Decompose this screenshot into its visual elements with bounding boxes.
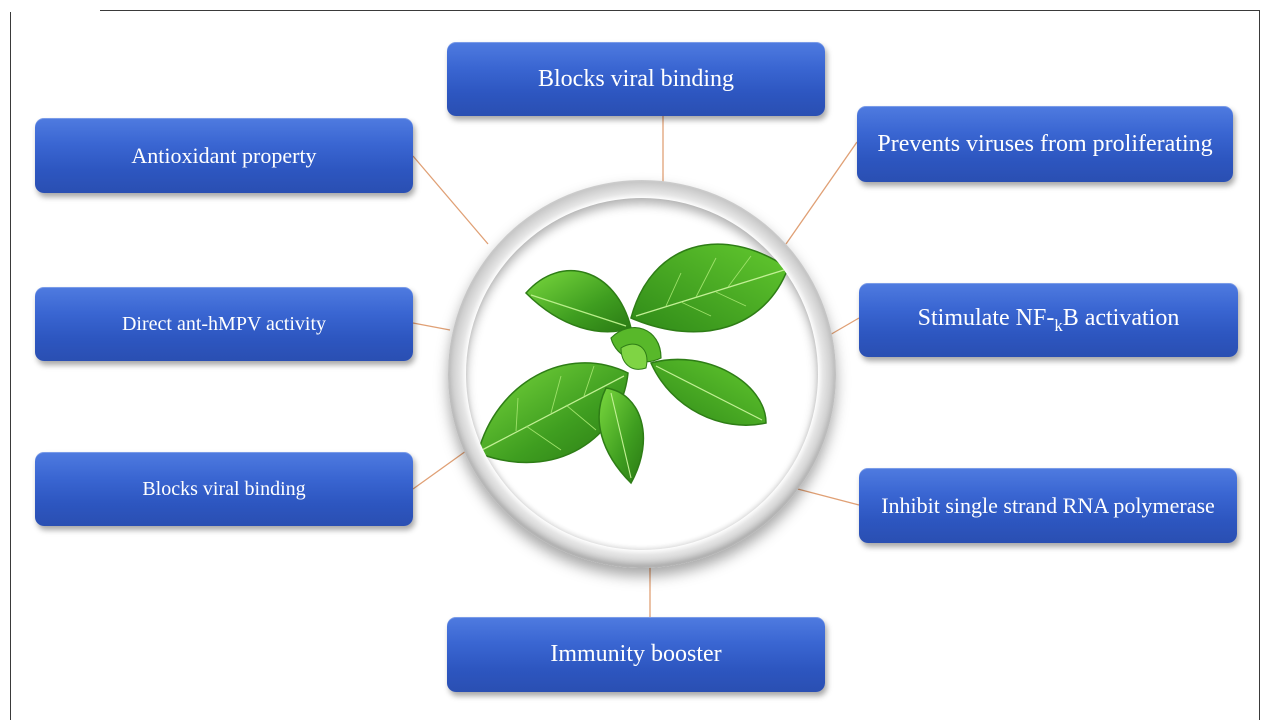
mint-leaves-image — [466, 198, 818, 550]
box-immunity-booster: Immunity booster — [447, 617, 825, 692]
box-top-blocks-viral-binding: Blocks viral binding — [447, 42, 825, 116]
connector-left-top — [413, 156, 488, 244]
connector-left-bottom — [413, 451, 466, 489]
center-image-frame — [466, 198, 818, 550]
box-blocks-viral-binding-left: Blocks viral binding — [35, 452, 413, 526]
box-direct-anti-hmpv-activity: Direct ant-hMPV activity — [35, 287, 413, 361]
connector-right-bottom — [790, 487, 859, 505]
connector-right-top — [786, 142, 857, 244]
connector-right-mid — [828, 318, 859, 336]
box-antioxidant-property: Antioxidant property — [35, 118, 413, 193]
box-prevents-viruses-proliferating: Prevents viruses from proliferating — [857, 106, 1233, 182]
box-inhibit-rna-polymerase: Inhibit single strand RNA polymerase — [859, 468, 1237, 543]
connector-left-mid — [413, 323, 450, 330]
box-stimulate-nfkb-activation: Stimulate NF-kB activation — [859, 283, 1238, 357]
